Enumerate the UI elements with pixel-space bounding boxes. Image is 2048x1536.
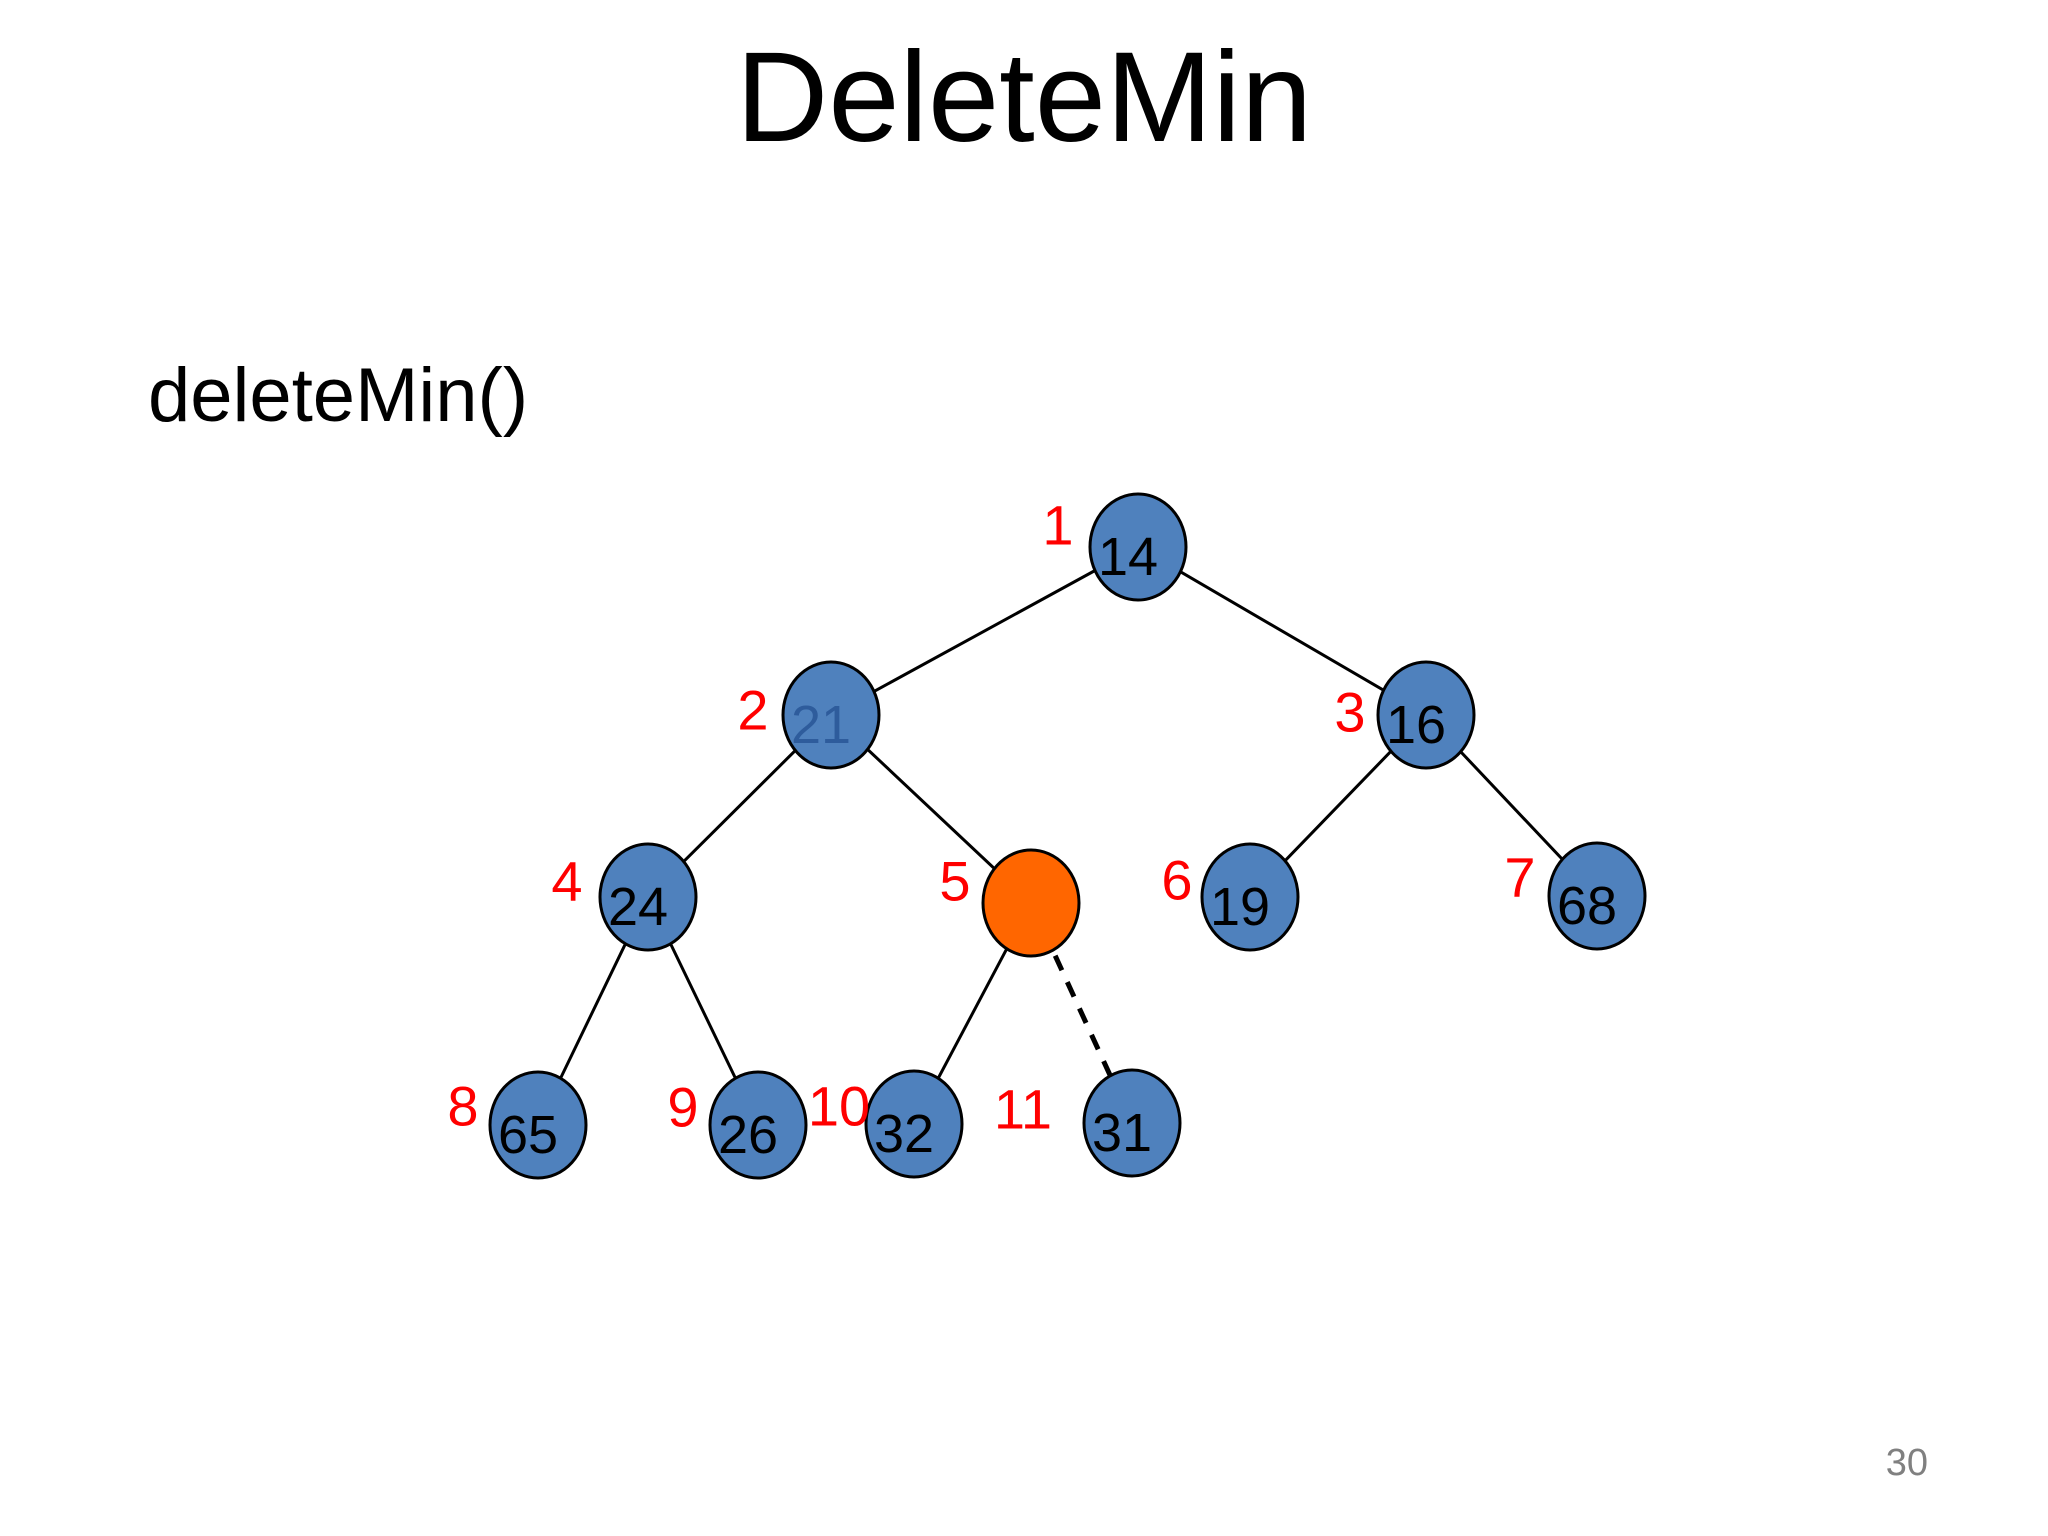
heap-index-label: 8	[447, 1075, 478, 1138]
node-circle	[708, 1070, 808, 1180]
page-title: DeleteMin	[735, 26, 1313, 169]
heap-index-label: 4	[551, 850, 582, 913]
heap-index-label: 3	[1334, 681, 1365, 744]
heap-index-label: 7	[1504, 846, 1535, 909]
node-value: 32	[874, 1104, 934, 1164]
heap-index-label: 11	[994, 1078, 1052, 1141]
heap-index-label: 1	[1042, 494, 1073, 557]
node-value: 26	[718, 1105, 778, 1165]
tree-node-19: 19 6	[1161, 842, 1300, 952]
heap-index-label: 5	[939, 850, 970, 913]
tree-node-24: 24 4	[551, 842, 698, 952]
node-circle	[1376, 660, 1476, 770]
node-value: 21	[791, 695, 851, 755]
empty-node-circle	[981, 848, 1081, 958]
tree-node-16: 16 3	[1334, 660, 1476, 770]
heap-index-label: 10	[808, 1075, 870, 1138]
node-circle	[598, 842, 698, 952]
node-value: 14	[1098, 527, 1158, 587]
tree-node-14: 14 1	[1042, 492, 1188, 602]
heap-index-label: 9	[667, 1076, 698, 1139]
node-circle	[1082, 1068, 1182, 1178]
tree-node-empty: 5	[939, 848, 1081, 958]
tree-edge	[1137, 545, 1427, 717]
node-circle	[864, 1069, 964, 1179]
node-circle	[1088, 492, 1188, 602]
tree-node-65: 65 8	[447, 1070, 588, 1180]
page-number: 30	[1885, 1442, 1928, 1484]
node-circle	[1547, 841, 1647, 951]
tree-node-31: 31 11	[994, 1068, 1182, 1178]
tree-node-68: 68 7	[1504, 841, 1647, 951]
node-value: 16	[1386, 695, 1446, 755]
heap-index-label: 2	[737, 679, 768, 742]
node-circle	[1200, 842, 1300, 952]
heap-index-label: 6	[1161, 849, 1192, 912]
node-value: 31	[1092, 1103, 1152, 1163]
node-value: 68	[1557, 876, 1617, 936]
tree-node-21: 21 2	[737, 660, 881, 770]
deletemin-call-label: deleteMin()	[148, 353, 529, 438]
node-circle	[781, 660, 881, 770]
tree-edge	[830, 545, 1139, 717]
tree-node-26: 26 9	[667, 1070, 808, 1180]
node-circle	[488, 1070, 588, 1180]
node-value: 24	[608, 877, 668, 937]
node-value: 19	[1210, 877, 1270, 937]
node-value: 65	[498, 1105, 558, 1165]
